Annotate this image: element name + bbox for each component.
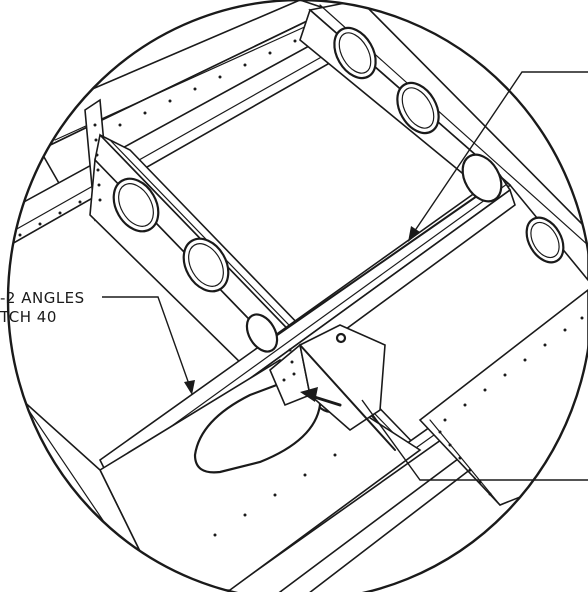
leader-lines xyxy=(102,71,588,481)
detail-circle xyxy=(6,0,588,592)
center-bracket xyxy=(269,324,396,451)
callout-line-2: TCH 40 xyxy=(0,308,57,326)
callout-line-1: -2 ANGLES xyxy=(0,289,85,307)
angles-callout: -2 ANGLES TCH 40 xyxy=(0,289,85,326)
rivet-rows xyxy=(18,39,584,537)
bracket-arrow xyxy=(300,387,342,407)
right-skin-panel xyxy=(418,288,588,506)
